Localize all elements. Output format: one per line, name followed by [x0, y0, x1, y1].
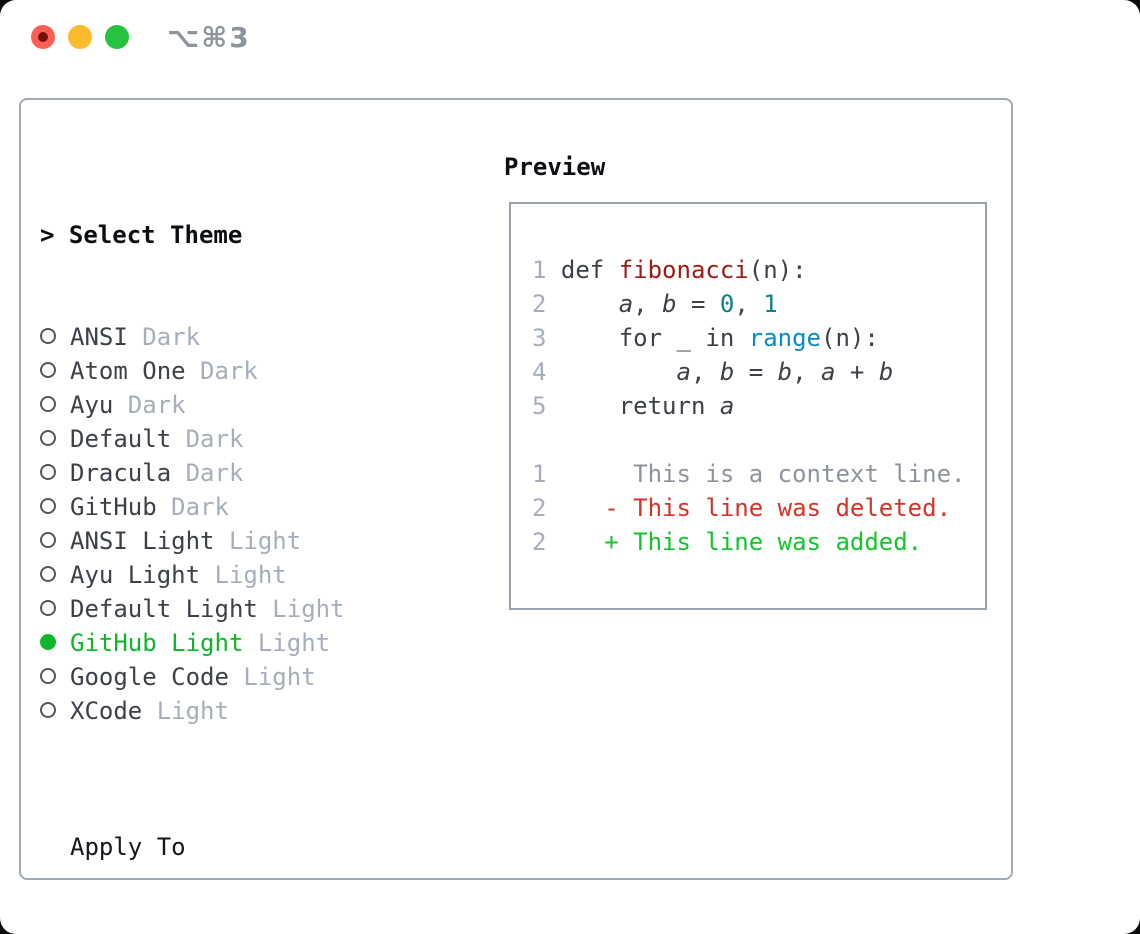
theme-option-github[interactable]: GitHub Dark: [40, 490, 490, 524]
theme-variant-label: Light: [142, 697, 229, 725]
theme-variant-label: Dark: [127, 323, 201, 351]
radio-icon: [40, 532, 56, 548]
radio-icon: [40, 600, 56, 616]
radio-icon: [40, 668, 56, 684]
theme-option-label: GitHub: [70, 493, 157, 521]
zoom-button[interactable]: [105, 25, 129, 49]
radio-icon: [40, 464, 56, 480]
radio-icon: [40, 430, 56, 446]
theme-option-xcode[interactable]: XCode Light: [40, 694, 490, 728]
preview-line: 1 def fibonacci(n):: [532, 256, 807, 284]
theme-option-label: Ayu: [70, 391, 114, 419]
theme-option-label: Default: [70, 425, 172, 453]
preview-header: Preview: [504, 153, 606, 181]
theme-variant-label: Light: [243, 629, 331, 657]
preview-line: 2 + This line was added.: [532, 528, 923, 556]
theme-variant-label: Dark: [113, 391, 186, 419]
preview-line: 1 This is a context line.: [532, 460, 966, 488]
line-number: 2: [532, 290, 547, 318]
line-number: 2: [532, 494, 547, 522]
radio-icon: [40, 396, 56, 412]
theme-option-github-light[interactable]: GitHub Light Light: [40, 626, 490, 660]
minimize-button[interactable]: [68, 25, 92, 49]
line-number: 1: [532, 460, 547, 488]
radio-icon: [40, 498, 56, 514]
theme-option-ayu[interactable]: Ayu Dark: [40, 388, 490, 422]
theme-option-label: Dracula: [70, 459, 172, 487]
radio-icon: [40, 328, 56, 344]
theme-variant-label: Light: [228, 663, 316, 691]
radio-selected-icon: [40, 634, 56, 650]
theme-variant-label: Dark: [171, 425, 244, 453]
apply-to-header-label: Apply To: [70, 833, 186, 861]
theme-option-atom-one[interactable]: Atom One Dark: [40, 354, 490, 388]
preview-line: 2 a, b = 0, 1: [532, 290, 778, 318]
theme-option-label: Google Code: [70, 663, 229, 691]
theme-option-label: Atom One: [70, 357, 186, 385]
preview-line: 4 a, b = b, a + b: [532, 358, 894, 386]
line-number: 2: [532, 528, 547, 556]
line-number: 4: [532, 358, 547, 386]
theme-option-label: XCode: [70, 697, 143, 725]
theme-variant-label: Light: [200, 561, 287, 589]
theme-option-label: ANSI Light: [70, 527, 215, 555]
theme-variant-label: Light: [257, 595, 345, 623]
focus-caret-icon: >: [40, 221, 69, 249]
theme-option-label: Ayu Light: [70, 561, 201, 589]
theme-variant-label: Light: [214, 527, 302, 555]
theme-option-ansi-light[interactable]: ANSI Light Light: [40, 524, 490, 558]
theme-option-dracula[interactable]: Dracula Dark: [40, 456, 490, 490]
preview-line: [532, 423, 985, 457]
theme-option-ayu-light[interactable]: Ayu Light Light: [40, 558, 490, 592]
preview-line: 3 for _ in range(n):: [532, 324, 879, 352]
theme-option-default[interactable]: Default Dark: [40, 422, 490, 456]
line-number: 3: [532, 324, 547, 352]
theme-option-label: ANSI: [70, 323, 128, 351]
theme-option-default-light[interactable]: Default Light Light: [40, 592, 490, 626]
radio-icon: [40, 362, 56, 378]
theme-option-ansi[interactable]: ANSI Dark: [40, 320, 490, 354]
preview-line: 5 return a: [532, 392, 735, 420]
theme-variant-label: Dark: [171, 459, 244, 487]
theme-option-google-code[interactable]: Google Code Light: [40, 660, 490, 694]
theme-variant-label: Dark: [185, 357, 258, 385]
theme-option-label: Default Light: [70, 595, 258, 623]
theme-variant-label: Dark: [156, 493, 229, 521]
radio-icon: [40, 566, 56, 582]
preview-box: 1 def fibonacci(n): 2 a, b = 0, 1 3 for _ …: [509, 202, 987, 610]
close-button[interactable]: [31, 25, 55, 49]
theme-option-label: GitHub Light: [70, 629, 244, 657]
window-title: ⌥⌘3: [167, 21, 251, 54]
line-number: 1: [532, 256, 547, 284]
select-theme-header-label: Select Theme: [68, 221, 243, 249]
radio-icon: [40, 702, 56, 718]
select-theme-header: > Select Theme: [40, 218, 490, 252]
line-number: 5: [532, 392, 547, 420]
apply-to-header: Apply To: [40, 830, 490, 864]
preview-line: 2 - This line was deleted.: [532, 494, 952, 522]
